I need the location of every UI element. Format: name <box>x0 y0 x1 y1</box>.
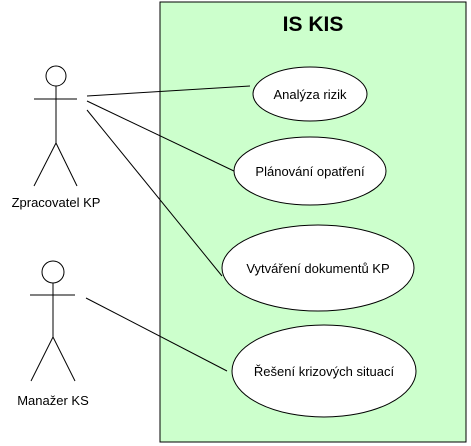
usecase-planovani-label: Plánování opatření <box>255 164 365 179</box>
usecase-vytvareni-label: Vytváření dokumentů KP <box>246 261 389 276</box>
actor-zpracovatel-head <box>45 65 67 87</box>
actor-manazer-head <box>41 260 65 284</box>
actor-zpracovatel[interactable] <box>33 65 78 187</box>
actor-zpracovatel-label: Zpracovatel KP <box>12 195 101 210</box>
usecase-reseni-ellipse <box>231 324 417 418</box>
usecase-planovani[interactable]: Plánování opatření <box>233 136 387 206</box>
actor-manazer-right-leg <box>52 336 76 382</box>
actor-zpracovatel-left-leg <box>33 142 57 187</box>
usecase-vytvareni-ellipse <box>221 224 415 312</box>
usecase-reseni-label: Řešení krizových situací <box>254 364 395 379</box>
usecase-analyza[interactable]: Analýza rizik <box>252 66 368 122</box>
usecase-planovani-ellipse <box>233 136 387 206</box>
usecase-reseni[interactable]: Řešení krizových situací <box>231 324 417 418</box>
actor-manazer[interactable] <box>30 260 76 382</box>
association-zpracovatel-vytvareni <box>86 109 223 277</box>
associations <box>85 85 251 372</box>
actor-manazer-left-leg <box>30 336 54 382</box>
association-manazer-reseni <box>85 297 228 372</box>
association-zpracovatel-analyza <box>86 85 251 97</box>
actor-manazer-label: Manažer KS <box>17 393 89 408</box>
system-title: IS KIS <box>283 13 344 36</box>
usecase-analyza-label: Analýza rizik <box>274 87 347 102</box>
association-zpracovatel-planovani <box>86 100 237 173</box>
usecase-vytvareni[interactable]: Vytváření dokumentů KP <box>221 224 415 312</box>
actor-zpracovatel-right-leg <box>55 142 78 187</box>
usecase-analyza-ellipse <box>252 66 368 122</box>
